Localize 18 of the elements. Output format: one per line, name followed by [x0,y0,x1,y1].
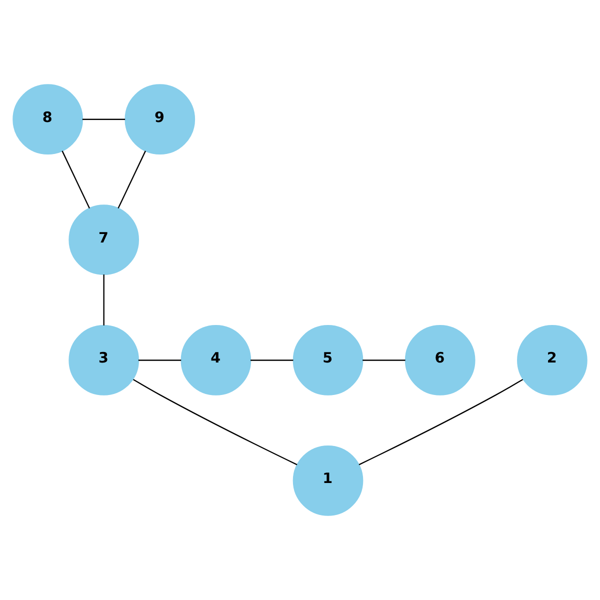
node-circle: 9 [124,84,196,155]
connector [250,360,294,361]
connector [62,150,90,209]
node-circle: 4 [180,325,252,396]
node-circle: 8 [12,84,83,155]
node-circle: 3 [68,325,140,396]
connector [138,360,182,361]
node-circle: 2 [517,325,588,396]
connector [358,378,524,466]
connector [132,378,298,466]
node-circle: 1 [292,445,364,516]
connector [362,360,406,361]
node-circle: 7 [68,204,140,275]
connector [118,150,146,209]
connector [103,274,104,326]
connector [82,118,126,120]
node-circle: 6 [404,325,476,396]
node-circle: 5 [292,325,364,396]
